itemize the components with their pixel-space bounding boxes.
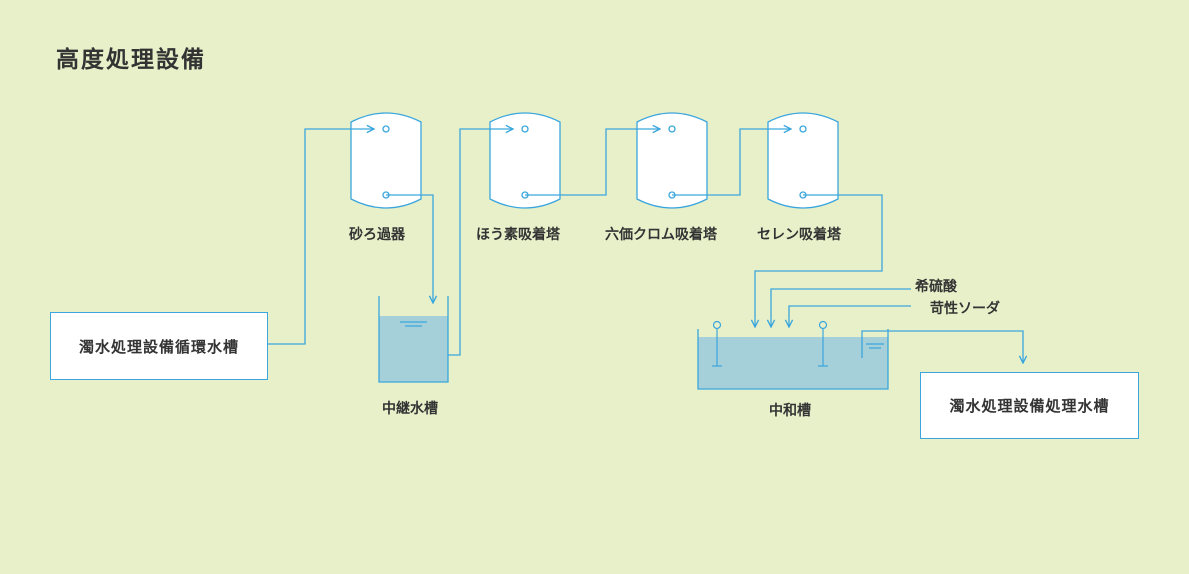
relay-tank <box>378 296 449 383</box>
relay-tank-label: 中継水槽 <box>382 401 438 417</box>
sand-filter-vessel <box>350 112 422 209</box>
neutral-tank-label: 中和槽 <box>769 403 811 419</box>
boron-tower-label: ほう素吸着塔 <box>476 227 560 243</box>
selenium-tower-label: セレン吸着塔 <box>757 227 841 243</box>
chromium-adsorption-tower <box>636 112 708 209</box>
flow-relay-to-boron <box>448 129 513 356</box>
sand-filter-label: 砂ろ過器 <box>349 227 405 243</box>
dest-tank-label: 濁水処理設備処理水槽 <box>949 397 1110 415</box>
caustic-soda-label: 苛性ソーダ <box>930 301 1000 317</box>
flow-source-to-sand <box>268 129 374 345</box>
flow-neutral-to-dest <box>861 330 1023 363</box>
page-title: 高度処理設備 <box>56 47 206 73</box>
flow-chromium-to-selenium <box>672 129 791 196</box>
neutralization-tank <box>697 320 889 390</box>
selenium-adsorption-tower <box>767 112 839 209</box>
source-tank-box: 濁水処理設備循環水槽 <box>50 312 268 380</box>
flow-selenium-to-neutral <box>755 194 883 327</box>
boron-adsorption-tower <box>489 112 561 209</box>
flow-caustic-soda <box>789 305 911 327</box>
chromium-tower-label: 六価クロム吸着塔 <box>605 227 717 243</box>
dest-tank-box: 濁水処理設備処理水槽 <box>920 372 1139 439</box>
flow-boron-to-chromium <box>525 129 660 196</box>
flow-sulfuric-acid <box>771 288 911 327</box>
source-tank-label: 濁水処理設備循環水槽 <box>78 337 239 356</box>
flow-sand-to-relay <box>386 194 433 303</box>
sulfuric-acid-label: 希硫酸 <box>915 279 957 295</box>
